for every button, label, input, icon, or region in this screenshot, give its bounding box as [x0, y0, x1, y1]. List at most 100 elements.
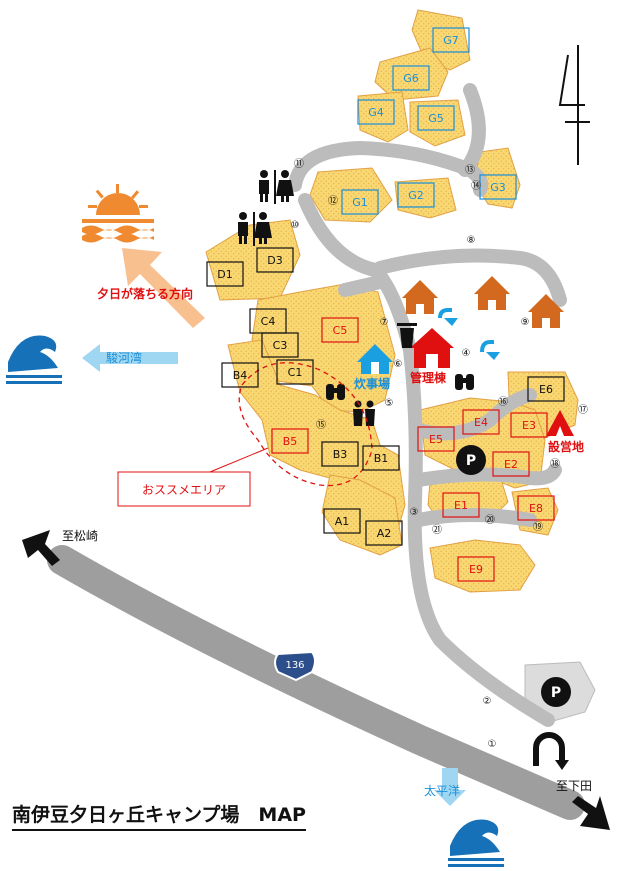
site-g4[interactable]: G4: [357, 99, 395, 125]
suruga-bay-arrow-icon: [82, 344, 178, 372]
point-label-6: ⑥: [394, 359, 403, 370]
site-g2[interactable]: G2: [397, 182, 435, 208]
site-label: E3: [522, 419, 536, 432]
svg-text:P: P: [466, 453, 476, 469]
site-c1[interactable]: C1: [276, 359, 314, 385]
page-title: 南伊豆夕日ヶ丘キャンプ場 MAP: [12, 800, 306, 831]
site-e8[interactable]: E8: [517, 495, 555, 521]
site-label: E2: [504, 458, 518, 471]
arrow-to-matsuzaki-icon: [22, 530, 60, 566]
site-a1[interactable]: A1: [323, 508, 361, 534]
area-g1: [309, 167, 393, 223]
site-b4[interactable]: B4: [221, 362, 259, 388]
area-d: [205, 219, 301, 301]
site-label: E5: [429, 433, 443, 446]
binoculars-icon-2: [455, 374, 474, 390]
site-label: C5: [333, 324, 348, 337]
site-e6[interactable]: E6: [527, 376, 565, 402]
site-label: C4: [261, 315, 276, 328]
site-label: B5: [283, 435, 298, 448]
point-label-2: ②: [483, 696, 492, 707]
area-g2: [394, 177, 457, 219]
site-label: G5: [428, 112, 444, 125]
site-e4[interactable]: E4: [462, 409, 500, 435]
site-label: G7: [443, 34, 459, 47]
site-label: E6: [539, 383, 553, 396]
site-label: A2: [377, 527, 392, 540]
site-label: B4: [233, 369, 248, 382]
site-b1[interactable]: B1: [362, 445, 400, 471]
wave-icon-pacific: [448, 819, 504, 867]
site-d3[interactable]: D3: [256, 247, 294, 273]
site-label: E8: [529, 502, 543, 515]
north-arrow-icon: [558, 45, 590, 165]
site-g1[interactable]: G1: [341, 189, 379, 215]
site-c3[interactable]: C3: [261, 332, 299, 358]
site-g7[interactable]: G7: [432, 27, 470, 53]
site-c5[interactable]: C5: [321, 317, 359, 343]
trash-icon: [397, 323, 417, 348]
shower-icon-2: [480, 340, 500, 360]
to-matsuzaki-label: 至松崎: [62, 529, 98, 543]
site-b5[interactable]: B5: [271, 428, 309, 454]
suruga-bay-label: 駿河湾: [106, 350, 142, 365]
site-label: E4: [474, 416, 488, 429]
point-label-20: ⑳: [485, 514, 495, 526]
area-g5: [409, 99, 466, 147]
site-label: B3: [333, 448, 348, 461]
recommended-area-outline: [238, 362, 373, 487]
site-e2[interactable]: E2: [492, 451, 530, 477]
people-icon: [353, 400, 375, 426]
point-label-17: ⑰: [578, 404, 588, 416]
tent-icon: [546, 410, 574, 436]
point-label-14: ⑭: [471, 180, 481, 192]
point-label-9: ⑨: [521, 317, 530, 328]
site-e3[interactable]: E3: [510, 412, 548, 438]
point-label-11: ⑪: [294, 158, 304, 170]
sunset-arrow-icon: [122, 248, 205, 328]
recommended-area-box: [117, 471, 251, 507]
site-e1[interactable]: E1: [442, 492, 480, 518]
site-label: G4: [368, 106, 384, 119]
point-label-19: ⑲: [533, 521, 543, 533]
office-icon: [410, 328, 454, 368]
parking-icon-2: P: [541, 677, 571, 707]
tent-area-label: 設営地: [548, 439, 584, 454]
svg-text:P: P: [551, 685, 561, 701]
site-label: G2: [408, 189, 424, 202]
point-label-15: ⑮: [316, 419, 326, 431]
site-g6[interactable]: G6: [392, 65, 430, 91]
site-label: E9: [469, 563, 483, 576]
site-a2[interactable]: A2: [365, 520, 403, 546]
site-g3[interactable]: G3: [479, 174, 517, 200]
kitchen-label: 炊事場: [354, 376, 390, 391]
pacific-arrow-icon: [434, 768, 466, 806]
binoculars-icon-1: [326, 384, 345, 400]
sunset-icon: [82, 184, 154, 243]
point-label-3: ③: [410, 507, 419, 518]
point-label-21: ㉑: [432, 524, 442, 536]
route-136-road: [47, 545, 585, 820]
route-136-label: 136: [285, 660, 304, 671]
office-label: 管理棟: [410, 370, 447, 385]
site-label: G6: [403, 72, 419, 85]
site-e5[interactable]: E5: [417, 426, 455, 452]
site-e9[interactable]: E9: [457, 556, 495, 582]
site-label: C3: [273, 339, 288, 352]
cabin-icon-2: [474, 276, 510, 310]
point-label-8: ⑧: [467, 235, 476, 246]
site-b3[interactable]: B3: [321, 441, 359, 467]
area-e9: [429, 539, 536, 593]
site-d1[interactable]: D1: [206, 261, 244, 287]
point-label-13: ⑬: [465, 164, 475, 176]
point-label-18: ⑱: [550, 458, 560, 470]
site-g5[interactable]: G5: [417, 105, 455, 131]
parking-icon-1: P: [456, 445, 486, 475]
to-shimoda-label: 至下田: [556, 779, 592, 793]
camp-roads: [288, 83, 567, 727]
cabin-icon-3: [528, 294, 564, 328]
point-label-7: ⑦: [380, 317, 389, 328]
u-turn-icon: [533, 732, 565, 766]
